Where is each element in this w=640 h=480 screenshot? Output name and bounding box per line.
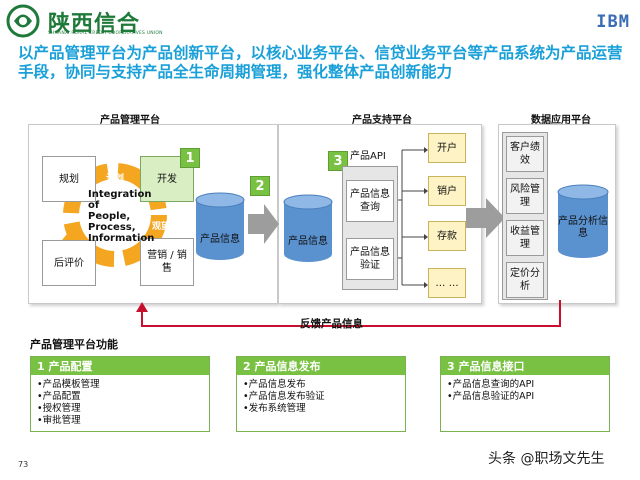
data-item-customer-performance: 客户绩效: [506, 136, 544, 172]
data-item-risk-management: 风险管理: [506, 178, 544, 214]
support-item-close-account: 销户: [428, 176, 466, 206]
functions-title: 产品管理平台功能: [30, 338, 118, 351]
cylinder-product-info-2: [283, 194, 333, 262]
step-number-1: 1: [180, 148, 200, 168]
cycle-box-review: 后评价: [42, 240, 96, 286]
cycle-arrow-observe: 观望: [152, 222, 171, 232]
cylinder-label-product-analysis: 产品分析信息: [558, 216, 608, 239]
integration-text: Integration of People, Process, Informat…: [88, 189, 155, 244]
support-item-more: … …: [428, 268, 466, 298]
support-item-deposit: 存款: [428, 221, 466, 251]
platform-title-management: 产品管理平台: [100, 115, 160, 126]
api-group-title: 产品API: [350, 151, 386, 162]
feedback-label: 反馈产品信息: [300, 318, 363, 330]
cylinder-product-info-1: [195, 192, 245, 260]
cycle-arrow-return: 回报: [102, 269, 121, 279]
api-connector-lines: [398, 147, 428, 288]
platform-title-support: 产品支持平台: [352, 115, 412, 126]
support-item-open-account: 开户: [428, 133, 466, 163]
cylinder-label-product-info-2: 产品信息: [288, 236, 328, 247]
function-card-publish: 2 产品信息发布 •产品信息发布 •产品信息发布验证 •发布系统管理: [236, 356, 406, 432]
logo-icon: [6, 4, 40, 38]
step-number-2: 2: [250, 176, 270, 196]
feedback-arrow: [136, 300, 561, 327]
ibm-logo: IBM: [596, 12, 630, 32]
cycle-box-plan: 规划: [42, 156, 96, 202]
brand-subtitle: SHAANXI RURAL CREDIT COOPERATIVES UNION: [48, 31, 163, 36]
cycle-arrow-plan: 计划: [106, 174, 125, 184]
cycle-box-sales: 营销 / 销售: [140, 238, 194, 286]
page-number: 73: [18, 460, 29, 469]
watermark: 头条 @职场文先生: [488, 451, 605, 467]
page-headline: 以产品管理平台为产品创新平台，以核心业务平台、信贷业务平台等产品系统为产品运营手…: [18, 44, 623, 81]
api-query-box: 产品信息查询: [346, 180, 394, 222]
brand-name: 陕西信合: [48, 11, 141, 37]
cylinder-product-analysis: [557, 184, 609, 258]
flow-arrow-1: [248, 204, 279, 244]
function-card-config: 1 产品配置 •产品模板管理 •产品配置 •授权管理 •审批管理: [30, 356, 210, 432]
cylinder-label-product-info-1: 产品信息: [200, 234, 240, 245]
api-verify-box: 产品信息验证: [346, 238, 394, 280]
function-card-config-heading: 1 产品配置: [31, 357, 209, 375]
function-card-interface: 3 产品信息接口 •产品信息查询的API •产品信息验证的API: [440, 356, 610, 432]
platform-title-data: 数据应用平台: [531, 115, 591, 126]
function-card-interface-heading: 3 产品信息接口: [441, 357, 609, 375]
flow-arrow-2: [466, 198, 505, 238]
function-card-publish-heading: 2 产品信息发布: [237, 357, 405, 375]
data-item-revenue-management: 收益管理: [506, 220, 544, 256]
data-item-pricing-analysis: 定价分析: [506, 262, 544, 298]
